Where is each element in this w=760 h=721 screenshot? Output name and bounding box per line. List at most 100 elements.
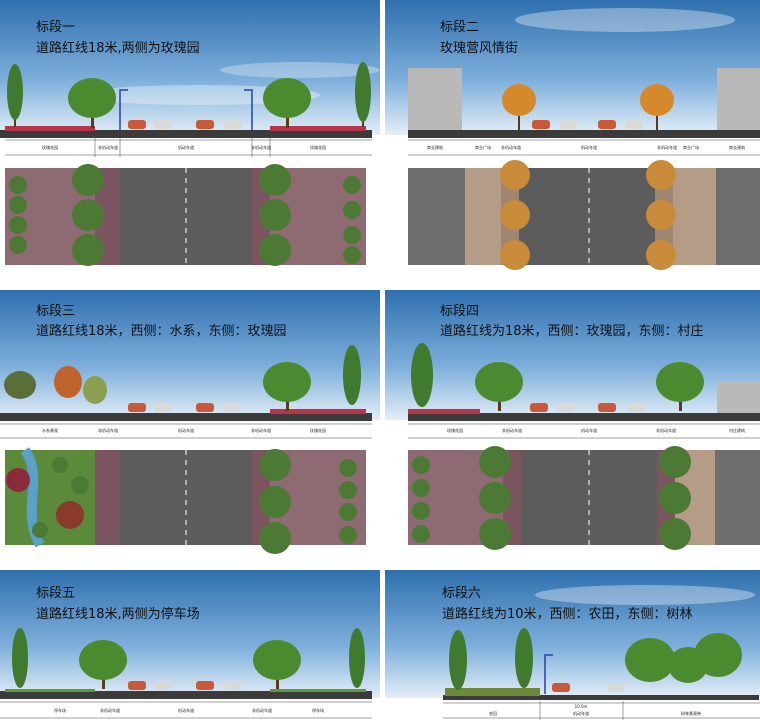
zone-label: 非机动车道: [502, 428, 522, 433]
section-panel-4: 标段四 道路红线为18米，西侧：玫瑰园，东侧：村庄 玫瑰花园 非机动车道 机动车…: [385, 290, 760, 565]
tree-plan-icon: [412, 446, 691, 550]
village-plan: [715, 450, 760, 545]
tree-icon: [640, 84, 674, 130]
tree-icon: [656, 362, 704, 411]
rose-bed-right: [270, 126, 366, 131]
village-building: [717, 382, 760, 415]
plaza-plan: [673, 168, 716, 265]
tree-plan-icon: [6, 449, 357, 554]
section-title: 标段三: [36, 304, 76, 319]
section-subtitle: 道路红线18米，西侧：水系，东侧：玫瑰园: [36, 324, 287, 339]
car-icon: [154, 681, 172, 690]
tree-icon: [68, 78, 116, 128]
dimension-label: 10.0m: [574, 704, 588, 709]
building-plan: [716, 168, 760, 265]
tree-icon: [515, 628, 533, 688]
car-icon: [154, 120, 172, 129]
tree-icon: [449, 630, 467, 690]
sky-background: [0, 290, 380, 420]
car-icon: [625, 120, 643, 129]
zone-label: 机动车道: [178, 428, 194, 433]
carriageway-plan: [521, 450, 657, 545]
car-icon: [627, 403, 645, 412]
car-icon: [532, 120, 550, 129]
zone-label: 非机动车道: [657, 145, 677, 150]
zone-label: 树林景观带: [681, 711, 701, 716]
zone-label: 非机动车道: [501, 145, 521, 150]
section-title: 标段一: [36, 20, 76, 35]
tree-icon: [79, 640, 127, 689]
tree-icon: [502, 84, 536, 130]
zone-label: 非机动车道: [98, 145, 118, 150]
zone-label: 水系景观: [42, 428, 58, 433]
zone-label: 停车场: [54, 708, 66, 713]
street-lamp-icon: [244, 89, 253, 130]
building-right: [717, 68, 760, 132]
section-panel-5: 标段五 道路红线18米,两侧为停车场 停车场 非机动车道 机动车道 非机动车道 …: [0, 570, 380, 721]
car-icon: [128, 681, 146, 690]
zone-label: 机动车道: [581, 428, 597, 433]
zone-label: 玫瑰花园: [42, 145, 58, 150]
zone-label: 商业建筑: [427, 145, 443, 150]
tree-plan-icon: [9, 164, 361, 266]
section-1-drawing: [0, 0, 380, 266]
tree-icon: [411, 343, 433, 407]
tree-icon: [253, 640, 301, 689]
section-panel-6: 标段六 道路红线为10米，西侧：农田，东侧：树林 10.0m 农田 机动车道 树…: [385, 570, 760, 721]
car-icon: [128, 403, 146, 412]
rose-bed-left: [408, 409, 480, 414]
section-2-drawing: [385, 0, 760, 270]
car-icon: [557, 403, 575, 412]
zone-label: 停车场: [312, 708, 324, 713]
zone-label: 农田: [489, 711, 497, 716]
section-panel-1: 标段一 道路红线18米,两侧为玫瑰园 玫瑰花园 非机动车道 机动车道 非机动车道…: [0, 0, 380, 285]
building-left: [408, 68, 462, 132]
section-subtitle: 道路红线为10米，西侧：农田，东侧：树林: [442, 607, 693, 622]
section-4-drawing: [385, 290, 760, 550]
car-icon: [552, 683, 570, 692]
zone-label: 商业广场: [475, 145, 491, 150]
street-lamp-icon: [119, 89, 128, 130]
car-icon: [154, 403, 172, 412]
car-icon: [607, 683, 625, 692]
section-5-drawing: [0, 570, 380, 719]
carriageway-plan: [519, 168, 655, 265]
tree-icon: [263, 78, 311, 128]
section-subtitle: 玫瑰营风情街: [440, 41, 519, 56]
car-icon: [559, 120, 577, 129]
section-subtitle: 道路红线18米,两侧为玫瑰园: [36, 41, 200, 56]
section-3-drawing: [0, 290, 380, 554]
car-icon: [196, 681, 214, 690]
zone-label: 机动车道: [178, 708, 194, 713]
section-title: 标段六: [442, 586, 482, 601]
zone-label: 机动车道: [581, 145, 597, 150]
tree-icon: [694, 633, 742, 677]
car-icon: [598, 403, 616, 412]
water-garden-plan: [5, 450, 95, 545]
carriageway-plan: [120, 450, 252, 545]
rose-bed-right: [270, 409, 366, 414]
tree-icon: [263, 362, 311, 411]
sky-background: [385, 290, 760, 420]
section-title: 标段四: [440, 304, 480, 319]
tree-icon: [343, 345, 361, 405]
section-panel-3: 标段三 道路红线18米，西侧：水系，东侧：玫瑰园 水系景观 非机动车道 机动车道…: [0, 290, 380, 565]
farmland-section: [445, 688, 540, 696]
sky-background: [0, 0, 380, 135]
tree-icon: [475, 362, 523, 411]
tree-icon: [625, 638, 675, 682]
zone-label: 非机动车道: [98, 428, 118, 433]
zone-label: 玫瑰花园: [310, 428, 326, 433]
tree-icon: [83, 376, 107, 404]
building-plan: [408, 168, 465, 265]
section-panel-2: 标段二 玫瑰营风情街 商业建筑 商业广场 非机动车道 机动车道 非机动车道 商业…: [385, 0, 760, 285]
car-icon: [224, 120, 242, 129]
car-icon: [598, 120, 616, 129]
tree-icon: [4, 371, 36, 399]
tree-icon: [7, 64, 23, 127]
plaza-plan: [465, 168, 501, 265]
section-6-drawing: [385, 570, 760, 720]
rose-bed-left: [5, 126, 95, 131]
sky-background: [0, 570, 380, 698]
car-icon: [224, 681, 242, 690]
